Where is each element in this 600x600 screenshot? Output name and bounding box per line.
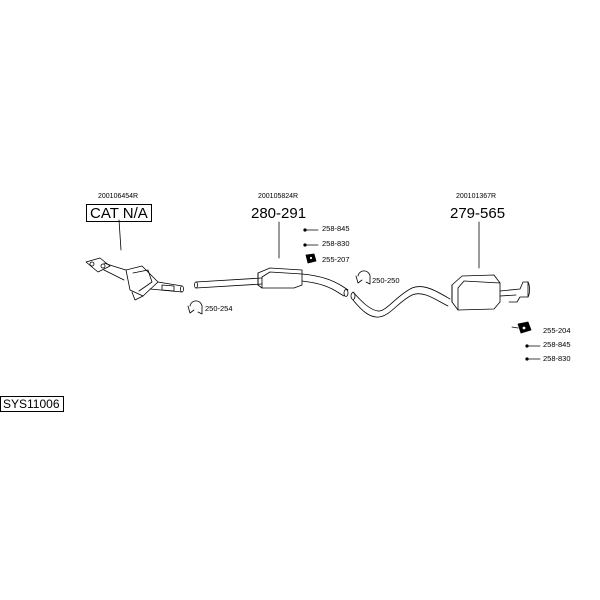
assembly-ref-cat: 200106454R xyxy=(98,193,139,200)
bolt-icon xyxy=(303,243,319,247)
hardware-code: 258-845 xyxy=(543,340,571,349)
bolt-icon xyxy=(525,344,541,348)
hardware-code: 258-830 xyxy=(322,239,350,248)
hardware-code: 255-204 xyxy=(543,326,571,335)
bolt-icon xyxy=(525,357,541,361)
part-number-cat: CAT N/A xyxy=(86,204,152,222)
system-code: SYS11006 xyxy=(0,396,64,412)
rubber-mount-icon xyxy=(511,321,532,334)
bolt-icon xyxy=(303,228,319,232)
rubber-mount-icon xyxy=(305,253,317,264)
assembly-ref-rear: 200101367R xyxy=(456,193,497,200)
hardware-code: 250-250 xyxy=(372,276,400,285)
hardware-code: 255-207 xyxy=(322,255,350,264)
part-number-middle: 280-291 xyxy=(251,205,307,222)
hardware-code: 258-845 xyxy=(322,224,350,233)
middle-silencer xyxy=(194,267,349,297)
assembly-ref-middle: 200105824R xyxy=(258,193,299,200)
hardware-code: 258-830 xyxy=(543,354,571,363)
clamp-icon xyxy=(355,270,371,285)
rear-silencer xyxy=(350,274,530,318)
part-number-rear: 279-565 xyxy=(450,205,506,222)
clamp-icon xyxy=(187,300,203,315)
catalytic-converter xyxy=(85,257,184,301)
leader-line-cat xyxy=(118,219,122,251)
hardware-code: 250-254 xyxy=(205,304,233,313)
